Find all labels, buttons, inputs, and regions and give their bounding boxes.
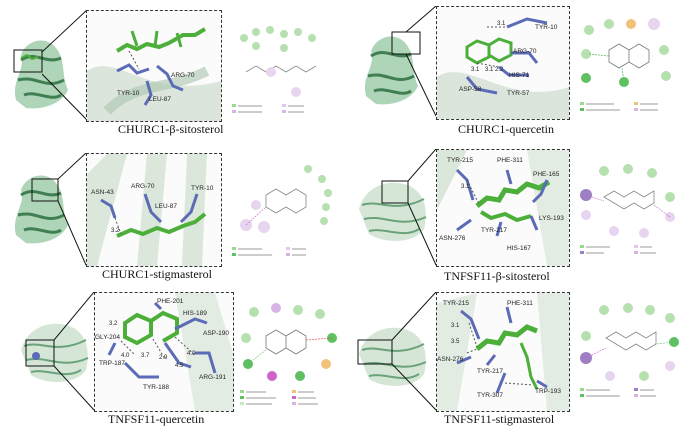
zoom-connector (42, 10, 87, 121)
residue-label: ARG-70 (513, 48, 537, 55)
distance-label: 2.9 (159, 355, 168, 361)
protein-overview (354, 314, 434, 394)
residue-label: ASP-190 (203, 330, 230, 337)
distance-label: 2.2 (495, 67, 504, 73)
distance-label: 3.1 (451, 323, 460, 329)
residue-label: ARG-191 (199, 374, 227, 381)
distance-label: 3.1 (497, 21, 506, 27)
residue-label: TYR-57 (507, 90, 530, 97)
distance-label: 3.7 (141, 353, 150, 359)
binding-site-zoom: TYR-10 ARG-70 HIS-71 ASP-58 TYR-57 3.1 3… (436, 6, 570, 120)
residue-label: TYR-217 (481, 227, 508, 234)
residue-label: ARG-70 (171, 72, 195, 79)
zoom-connector (54, 292, 94, 411)
residue-label: PHE-311 (497, 157, 523, 164)
residue-label: HIS-71 (509, 72, 530, 79)
residue-label: TYR-307 (477, 392, 504, 399)
residue-label: PHE-201 (157, 298, 184, 305)
binding-site-zoom: TYR-215 PHE-311 PHE-165 LYS-193 ASN-276 … (436, 149, 570, 267)
residue-label: LEU-87 (155, 203, 178, 210)
protein-overview (6, 165, 76, 250)
distance-label: 3.5 (451, 339, 460, 345)
protein-overview (16, 310, 96, 390)
binding-site-zoom: ARG-70 TYR-10 LEU-87 (86, 10, 222, 122)
distance-label: 3.2 (111, 228, 120, 234)
interaction-2d-diagram (574, 10, 684, 128)
residue-label: PHE-311 (507, 300, 533, 307)
residue-label: ASN-276 (439, 235, 466, 242)
panel-tnfsf11-stigmasterol: TYR-215 PHE-311 ASN-276 TYR-217 TYR-307 … (344, 286, 688, 430)
residue-label: LEU-87 (149, 96, 172, 103)
protein-overview (6, 30, 76, 115)
panel-caption: CHURC1-stigmasterol (102, 267, 212, 281)
residue-label: TYR-10 (535, 24, 558, 31)
residue-label: ASN-43 (91, 189, 114, 196)
residue-label: ARG-70 (131, 183, 155, 190)
protein-overview (354, 169, 434, 249)
panel-churc1-stigmasterol: ASN-43 ARG-70 LEU-87 TYR-10 3.2 CHURC1-s… (0, 143, 344, 286)
interaction-2d-diagram (236, 298, 340, 416)
residue-label: HIS-167 (507, 245, 531, 252)
residue-label: TRP-193 (535, 388, 562, 395)
residue-label: TYR-217 (477, 368, 504, 375)
residue-label: ASP-58 (459, 86, 482, 93)
panel-caption: CHURC1-β-sitosterol (118, 122, 224, 136)
residue-label: GLY-204 (95, 334, 120, 341)
protein-overview (356, 26, 426, 111)
panel-caption: TNFSF11-β-sitosterol (444, 269, 550, 283)
panel-caption: TNFSF11-stigmasterol (444, 412, 555, 426)
zoom-connector (406, 6, 436, 117)
residue-label: TYR-10 (191, 185, 214, 192)
zoom-connector (392, 292, 436, 411)
binding-site-zoom: TYR-215 PHE-311 ASN-276 TYR-217 TYR-307 … (436, 292, 570, 412)
panel-churc1-quercetin: TYR-10 ARG-70 HIS-71 ASP-58 TYR-57 3.1 3… (344, 0, 688, 143)
residue-label: PHE-165 (533, 171, 560, 178)
zoom-connector (408, 149, 436, 266)
distance-label: 3.1 (471, 67, 480, 73)
residue-label: TYR-215 (447, 157, 474, 164)
residue-label: TYR-215 (443, 300, 470, 307)
binding-site-zoom: PHE-201 HIS-189 ASP-190 GLY-204 TRP-187 … (94, 292, 234, 412)
distance-label: 3.2 (109, 321, 118, 327)
distance-label: 4.0 (187, 351, 196, 357)
distance-label: 4.0 (121, 353, 130, 359)
panel-caption: CHURC1-quercetin (458, 122, 554, 136)
residue-label: LYS-193 (539, 215, 564, 222)
interaction-2d-diagram (226, 12, 336, 132)
zoom-connector (58, 153, 86, 266)
residue-label: ASN-276 (437, 356, 464, 363)
panel-caption: TNFSF11-quercetin (108, 412, 205, 426)
distance-label: 4.5 (175, 363, 184, 369)
distance-label: 3.1 (485, 67, 494, 73)
interaction-2d-diagram (226, 155, 338, 273)
binding-site-zoom: ASN-43 ARG-70 LEU-87 TYR-10 3.2 (86, 153, 222, 267)
interaction-2d-diagram (574, 153, 684, 271)
panel-tnfsf11-quercetin: PHE-201 HIS-189 ASP-190 GLY-204 TRP-187 … (0, 286, 344, 430)
panel-churc1-beta-sitosterol: ARG-70 TYR-10 LEU-87 CHURC1-β-sitosterol (0, 0, 344, 143)
distance-label: 3.1 (461, 184, 470, 190)
residue-label: TYR-10 (117, 90, 140, 97)
interaction-2d-diagram (574, 296, 684, 414)
residue-label: TRP-187 (99, 360, 126, 367)
panel-tnfsf11-beta-sitosterol: TYR-215 PHE-311 PHE-165 LYS-193 ASN-276 … (344, 143, 688, 286)
residue-label: TYR-188 (143, 384, 170, 391)
residue-label: HIS-189 (183, 310, 207, 317)
